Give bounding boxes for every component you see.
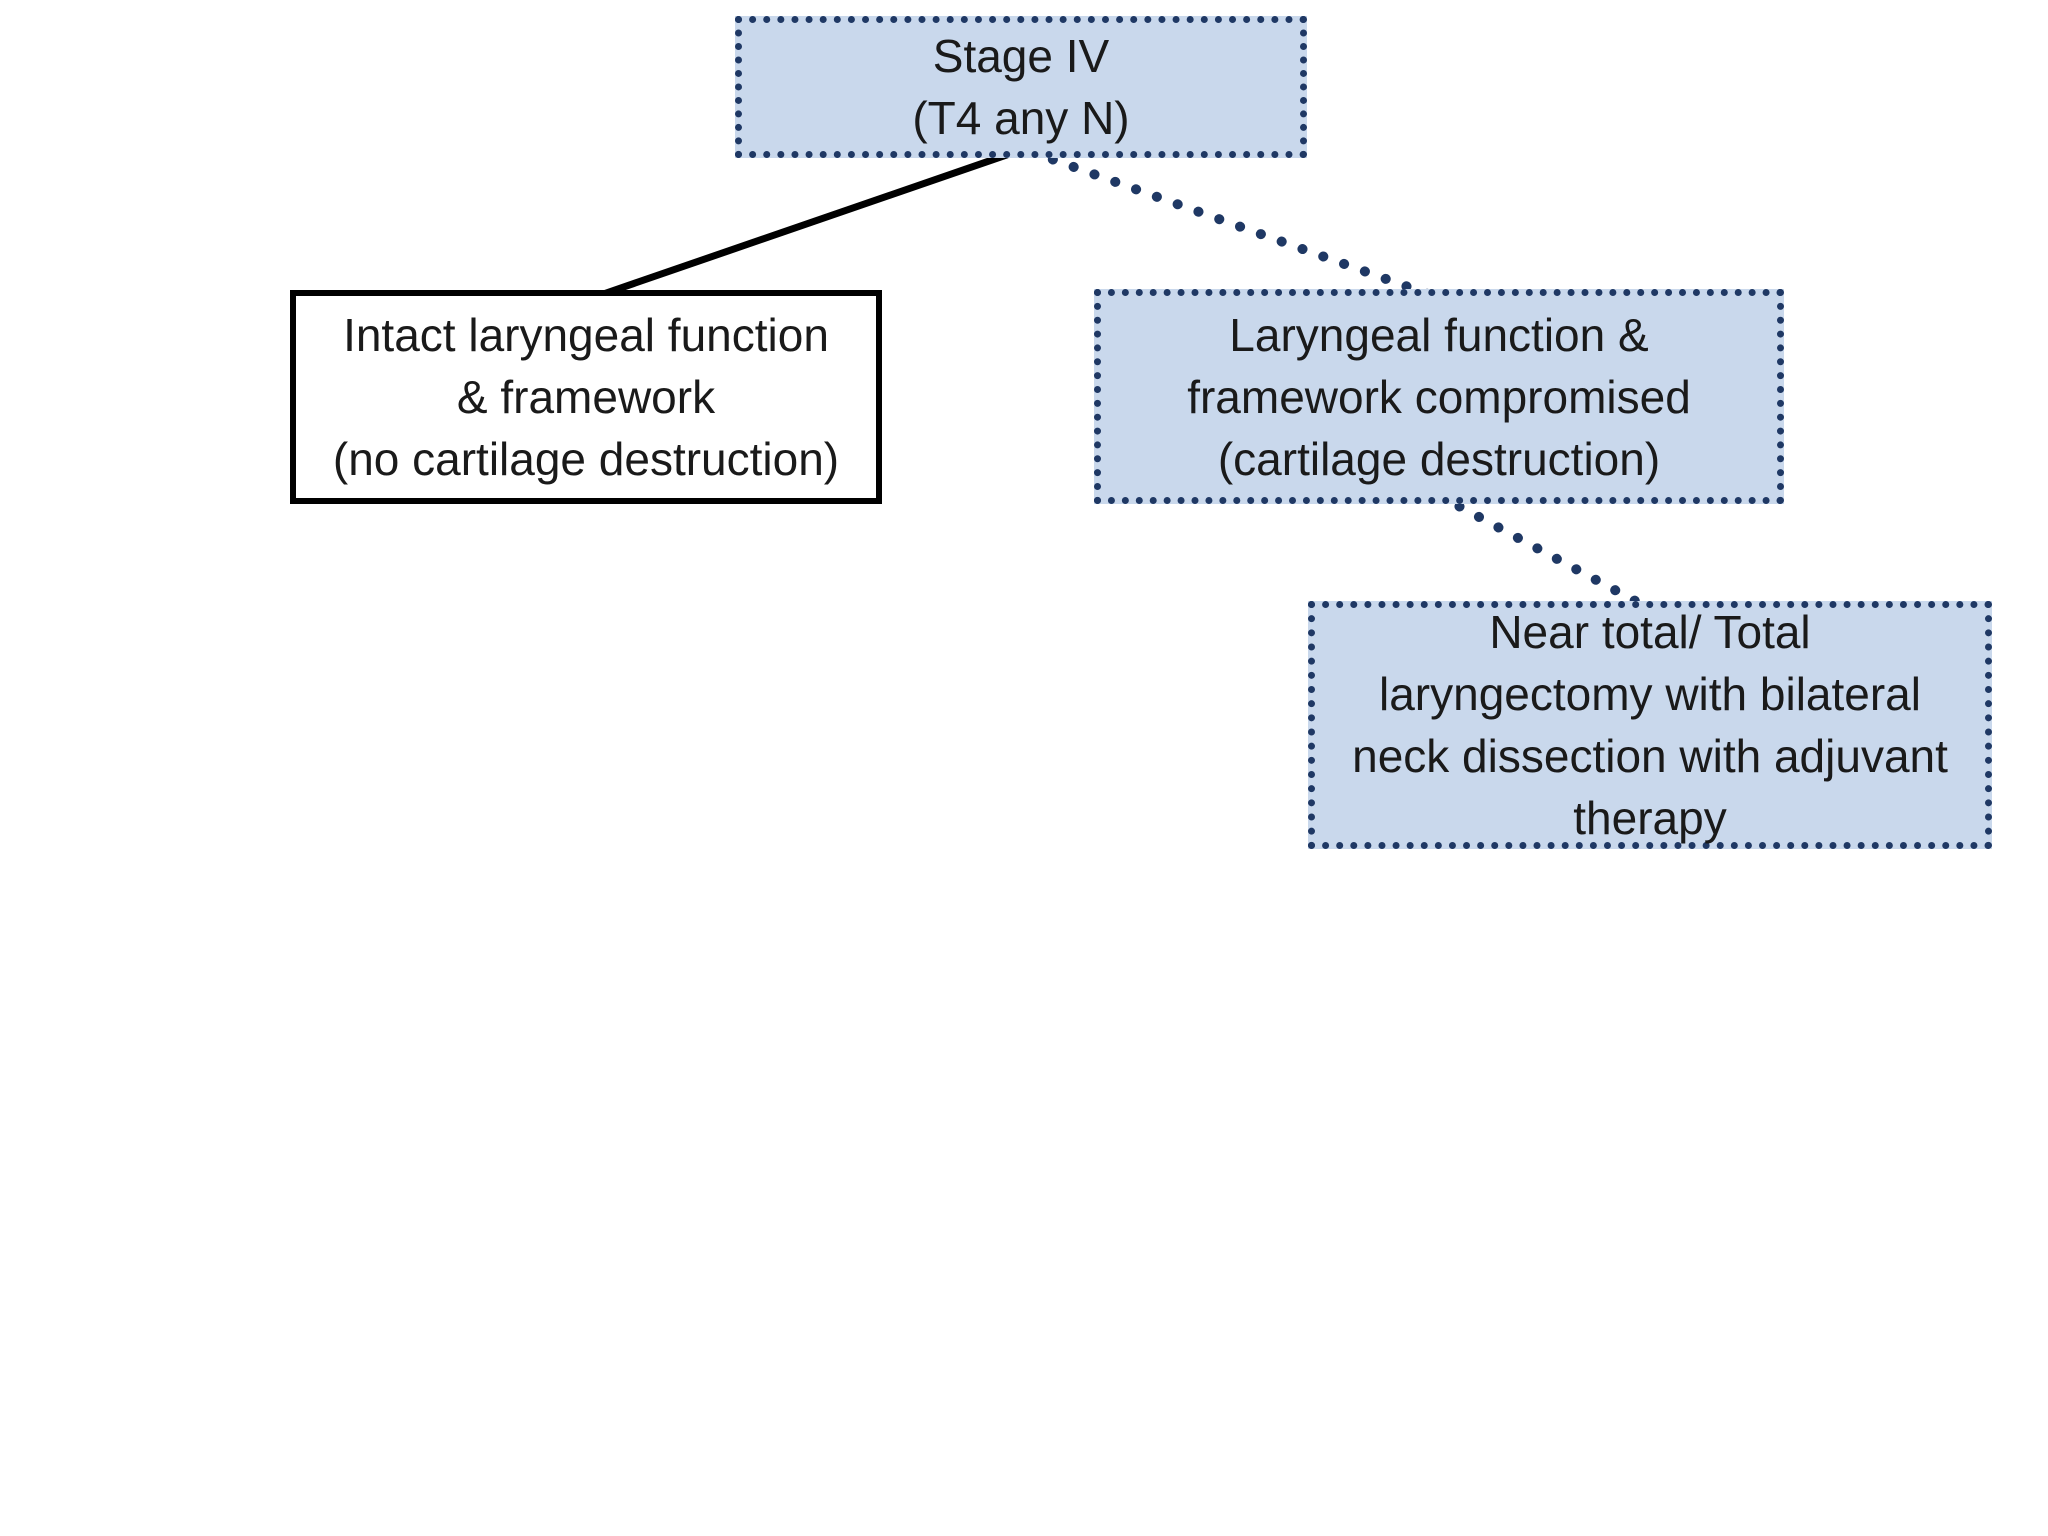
connector-stage-to-intact-line	[584, 146, 1023, 304]
compromised-function-node-line1: Laryngeal function &	[1229, 308, 1649, 361]
compromised-function-node-line3: (cartilage destruction)	[1217, 432, 1661, 485]
laryngectomy-node: Near total/ Total laryngectomy with bila…	[1308, 601, 1992, 849]
intact-function-node-line3: (no cartilage destruction)	[332, 433, 840, 485]
stage-iv-node-line2: (T4 any N)	[912, 92, 1130, 144]
laryngectomy-node-line1: Near total/ Total	[1489, 606, 1811, 658]
intact-function-node-line1: Intact laryngeal function	[343, 309, 829, 361]
intact-function-node: Intact laryngeal function & framework (n…	[290, 290, 882, 504]
laryngectomy-node-line3: neck dissection with adjuvant	[1352, 730, 1948, 782]
connector-stage-to-compromised-dotted-line	[1027, 147, 1444, 303]
connector-compromised-to-laryngectomy-dotted-line	[1435, 491, 1657, 615]
laryngectomy-node-line4: therapy	[1573, 792, 1727, 844]
compromised-function-node: Laryngeal function & framework compromis…	[1094, 289, 1784, 504]
compromised-function-node-line2: framework compromised	[1187, 370, 1691, 423]
stage-iv-node: Stage IV (T4 any N)	[735, 16, 1307, 158]
intact-function-node-line2: & framework	[456, 371, 716, 423]
stage-iv-node-line1: Stage IV	[932, 30, 1110, 82]
laryngectomy-node-line2: laryngectomy with bilateral	[1378, 668, 1921, 720]
